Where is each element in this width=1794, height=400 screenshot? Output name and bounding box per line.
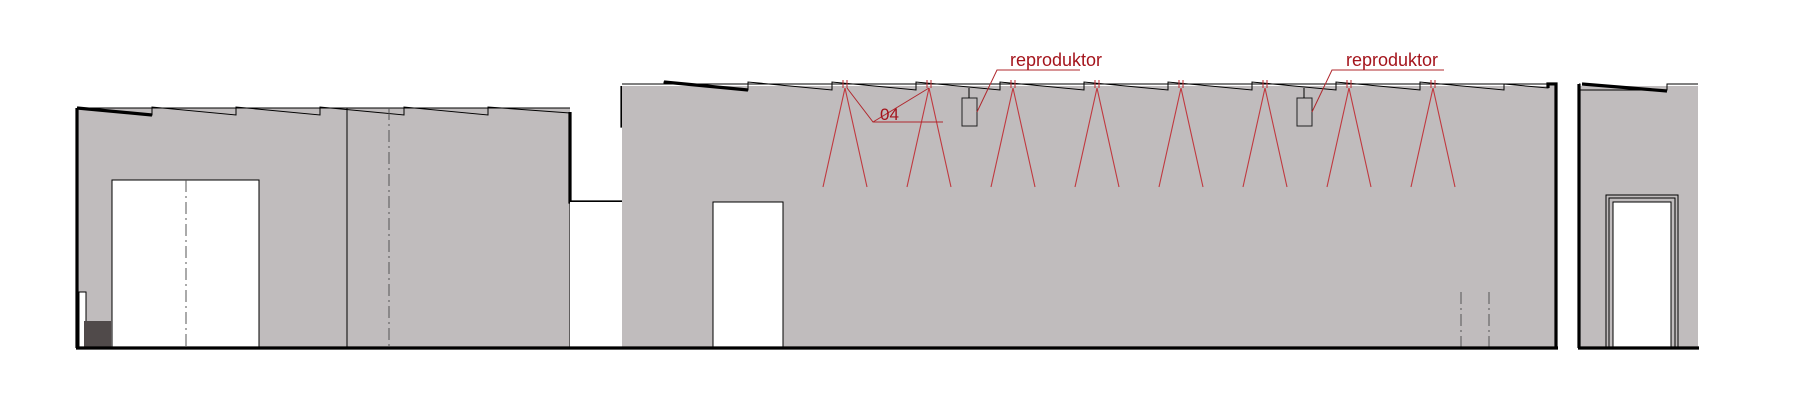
hall-roof-sawtooth <box>622 81 1556 91</box>
speaker-right-label: reproduktor <box>1346 50 1438 70</box>
right-wall-section <box>1577 82 1698 349</box>
hall-door-opening <box>712 201 784 349</box>
hall-roof-edge <box>663 80 749 92</box>
left-wall-section <box>75 86 627 349</box>
speaker-right-leader <box>1311 69 1444 113</box>
framed-door-inner <box>1612 201 1672 349</box>
light-fixture <box>1326 80 1372 188</box>
dark-block <box>84 321 111 348</box>
passage-opening <box>570 202 625 348</box>
speaker-left-leader <box>976 69 1080 113</box>
right-roof-edge <box>1581 82 1668 93</box>
light-fixture <box>1158 80 1204 188</box>
hall-right-outline <box>1546 82 1558 348</box>
light-fixture <box>822 80 868 188</box>
light-fixture <box>1410 80 1456 188</box>
light-fixture <box>906 80 952 188</box>
light-fixture <box>1242 80 1288 188</box>
main-hall-section <box>622 69 1558 349</box>
left-roof-edge <box>76 106 153 117</box>
speaker-left-label: reproduktor <box>1010 50 1102 70</box>
ceiling-lights <box>822 80 1456 188</box>
step-outline <box>568 86 627 204</box>
hall-wall-fill <box>622 86 1556 348</box>
light-fixture <box>990 80 1036 188</box>
light-tag-label: 04 <box>880 105 899 124</box>
light-tag-leader-b <box>872 87 930 123</box>
light-fixture <box>1074 80 1120 188</box>
